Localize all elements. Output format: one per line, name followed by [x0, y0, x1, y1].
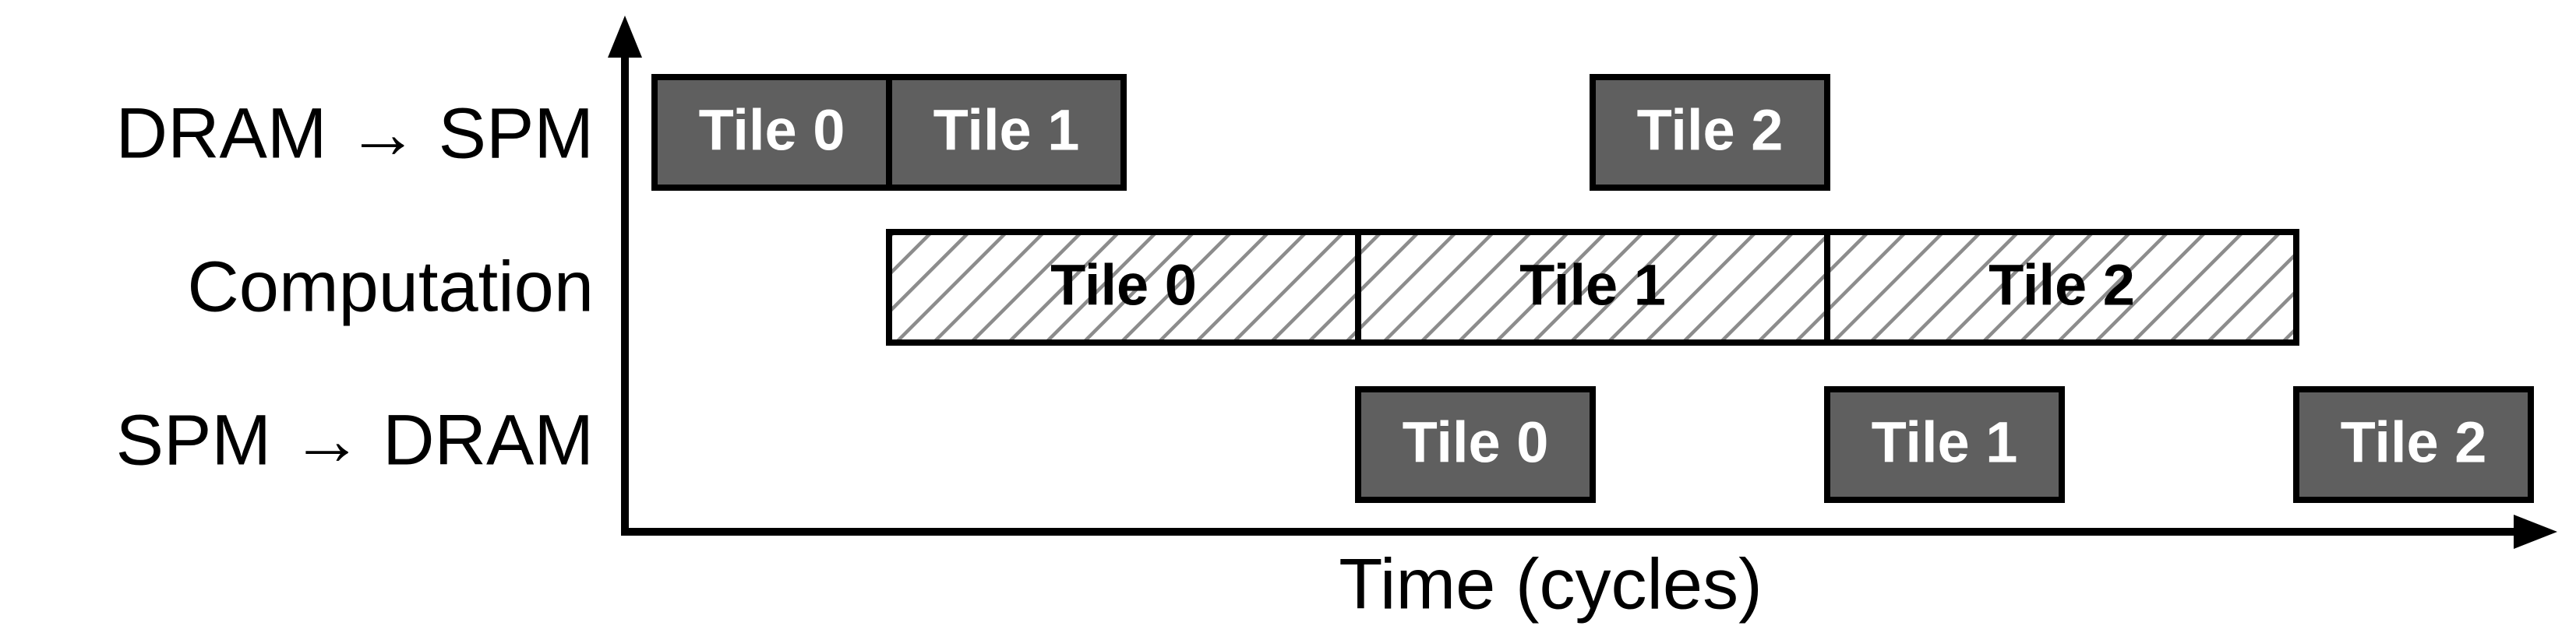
x-axis-label: Time (cycles) [1339, 544, 1762, 624]
compute-tile-2-label: Tile 2 [1988, 253, 2135, 318]
row-label-computation: Computation [187, 247, 594, 326]
store-tile-1-block [1824, 386, 2065, 503]
compute-tile-0-label: Tile 0 [1050, 253, 1197, 318]
axes [608, 16, 2557, 549]
row-label-dram-to-spm: DRAM → SPM [116, 93, 594, 173]
load-tile-2-block [1590, 74, 1830, 191]
store-tile-0-block [1355, 386, 1596, 503]
compute-tile-2-block [1824, 229, 2299, 346]
store-tile-1-label: Tile 1 [1872, 410, 2018, 475]
compute-tile-1-label: Tile 1 [1519, 253, 1666, 318]
row-label-spm-to-dram: SPM → DRAM [116, 400, 594, 480]
load-tile-1-block [886, 74, 1127, 191]
computation-row: Tile 0 Tile 1 Tile 2 [886, 229, 2299, 346]
store-tile-2-block [2293, 386, 2534, 503]
dram-to-spm-row: Tile 0 Tile 1 Tile 2 [651, 74, 1830, 191]
load-tile-2-label: Tile 2 [1637, 98, 1784, 163]
y-axis-arrowhead [608, 16, 642, 58]
x-axis-arrowhead [2514, 515, 2557, 549]
load-tile-1-label: Tile 1 [933, 98, 1080, 163]
load-tile-0-label: Tile 0 [699, 98, 845, 163]
compute-tile-0-block [886, 229, 1361, 346]
spm-to-dram-row: Tile 0 Tile 1 Tile 2 [1355, 386, 2534, 503]
store-tile-2-label: Tile 2 [2341, 410, 2487, 475]
store-tile-0-label: Tile 0 [1403, 410, 1549, 475]
load-tile-0-block [651, 74, 892, 191]
